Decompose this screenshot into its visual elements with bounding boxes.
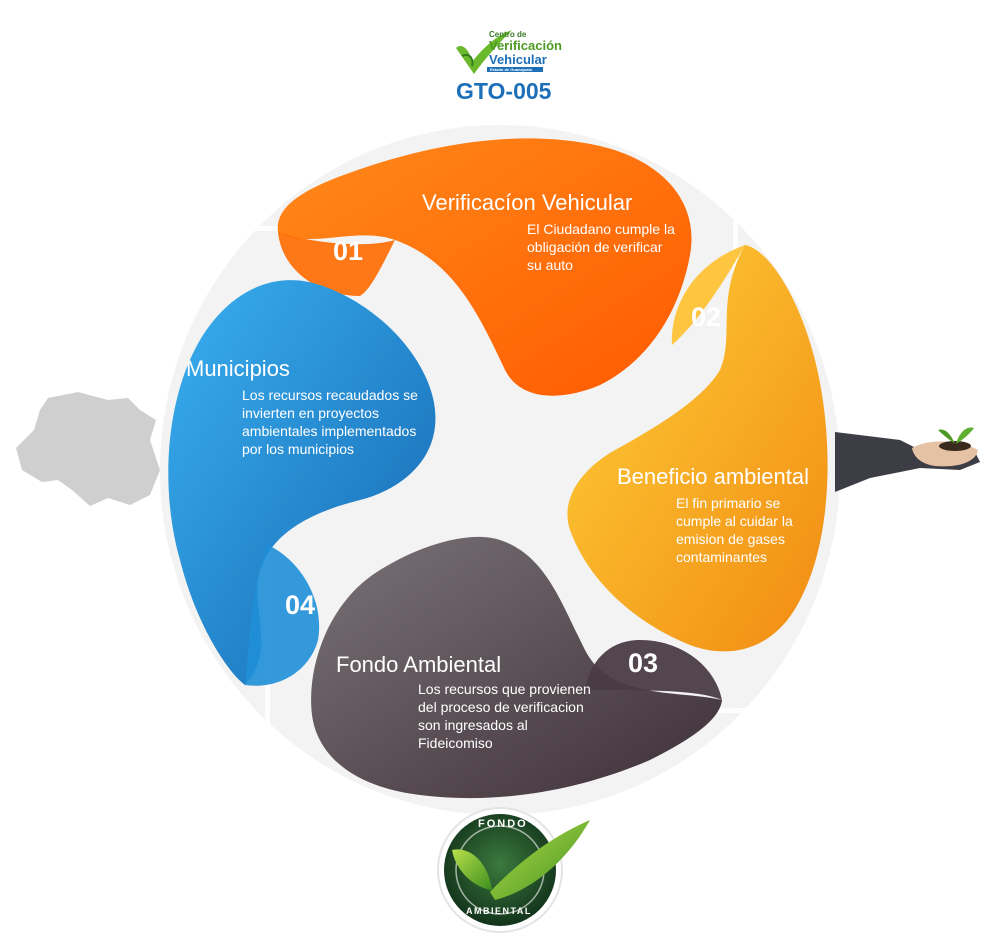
step-1-title: Verificacíon Vehicular: [422, 190, 632, 216]
step-2-title: Beneficio ambiental: [617, 464, 809, 490]
step-3-description: Los recursos que provienen del proceso d…: [418, 680, 603, 752]
logo-line-4: Estado de Guanajuato: [490, 67, 532, 72]
logo-line-3: Vehicular: [489, 52, 547, 67]
step-1-description: El Ciudadano cumple la obligación de ver…: [527, 220, 677, 274]
step-3-title: Fondo Ambiental: [336, 652, 501, 678]
station-code: GTO-005: [456, 78, 551, 105]
step-4-number: 04: [285, 590, 315, 621]
step-3-number: 03: [628, 648, 658, 679]
step-2-description: El fin primario se cumple al cuidar la e…: [676, 494, 816, 566]
step-4-description: Los recursos recaudados se invierten en …: [242, 386, 437, 458]
hand-with-plant-icon: [835, 428, 980, 492]
step-1-number: 01: [333, 236, 363, 267]
badge-top-text: FONDO: [478, 818, 528, 830]
step-2-number: 02: [691, 302, 721, 333]
guanajuato-map-icon: [16, 392, 160, 506]
logo-line-2: Verificación: [489, 38, 562, 53]
step-4-title: Municipios: [186, 356, 290, 382]
badge-bottom-text: AMBIENTAL: [466, 906, 532, 916]
